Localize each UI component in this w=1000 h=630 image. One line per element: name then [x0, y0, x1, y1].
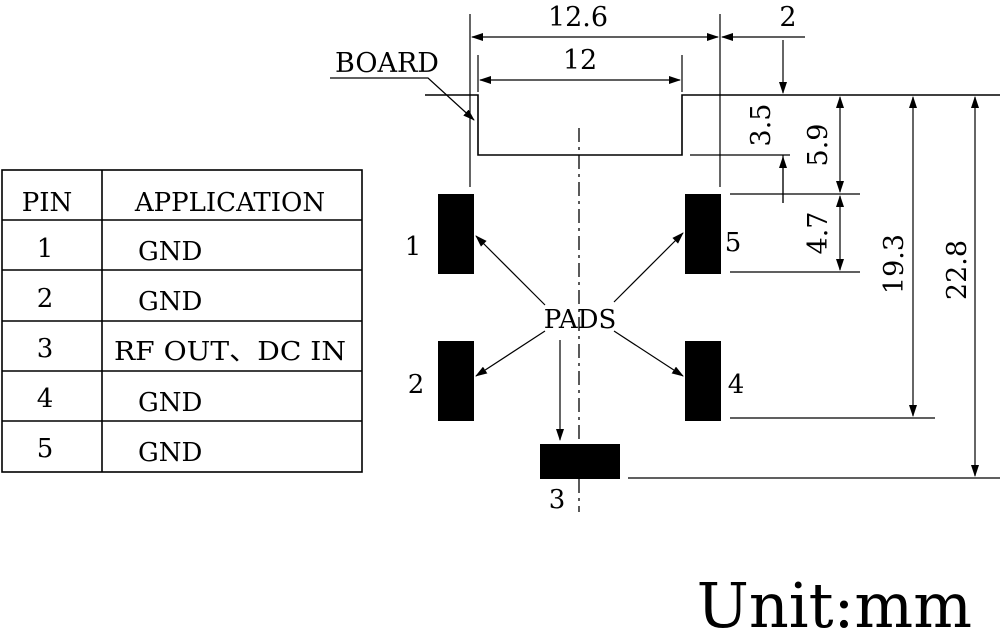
pad-2 [438, 341, 474, 421]
dimension-2: 2 [721, 2, 805, 41]
table-cell-pin: 2 [37, 284, 54, 314]
pad-4 [685, 341, 721, 421]
dimension-22-8: 22.8 [942, 96, 979, 477]
dimension-4-7: 4.7 [803, 195, 844, 271]
table-cell-pin: 5 [37, 434, 54, 464]
dim-label: 19.3 [879, 234, 910, 294]
dim-label: 4.7 [803, 212, 834, 255]
table-cell-pin: 1 [37, 234, 54, 264]
dim-label: 22.8 [942, 240, 973, 300]
table-cell-pin: 3 [37, 334, 54, 364]
pads [438, 194, 721, 479]
dimension-12: 12 [479, 45, 681, 84]
table-cell-application: GND [138, 237, 202, 267]
pin-label-4: 4 [728, 370, 745, 400]
table-header-application: APPLICATION [134, 188, 325, 218]
dim-label: 12.6 [548, 2, 608, 33]
pin-label-1: 1 [405, 232, 422, 262]
pin-label-5: 5 [725, 228, 742, 258]
table-cell-application: GND [138, 388, 202, 418]
board-callout: BOARD [330, 48, 475, 121]
dim-label: 12 [563, 45, 597, 76]
table-cell-application: RF OUT、DC IN [114, 337, 346, 367]
pin-label-3: 3 [549, 485, 566, 515]
pad-3 [540, 444, 620, 479]
dim-label: 5.9 [803, 124, 834, 167]
pin-label-2: 2 [408, 370, 425, 400]
pad-1 [438, 194, 474, 274]
table-cell-pin: 4 [37, 384, 54, 414]
pad-5 [685, 194, 721, 274]
pin-table: PIN APPLICATION 1 GND 2 GND 3 RF OUT、DC … [1, 169, 363, 473]
board-label: BOARD [335, 48, 439, 79]
table-cell-application: GND [138, 287, 202, 317]
table-header-pin: PIN [22, 188, 73, 218]
pads-label: PADS [544, 305, 617, 335]
dimension-3-5: 3.5 [746, 40, 787, 203]
dimension-12-6: 12.6 [471, 2, 719, 41]
dimension-19-3: 19.3 [879, 96, 917, 417]
board-outline [425, 14, 1000, 479]
dimension-5-9: 5.9 [803, 96, 844, 193]
dim-label: 2 [779, 2, 796, 33]
dim-label: 3.5 [746, 104, 777, 147]
pads-callout: PADS [475, 232, 684, 441]
unit-label: Unit:mm [697, 569, 972, 630]
table-cell-application: GND [138, 438, 202, 468]
